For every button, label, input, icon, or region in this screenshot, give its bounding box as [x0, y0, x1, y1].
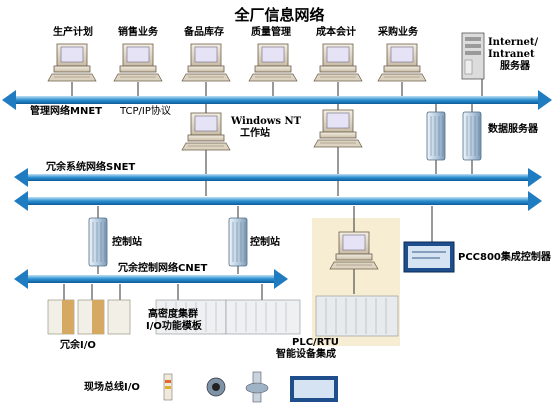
mnet-bus: [2, 90, 552, 110]
tcpip-label: TCP/IP协议: [120, 106, 171, 117]
workstation-label-purchasing: 采购业务: [378, 27, 418, 38]
internet-server-tower: [461, 32, 485, 80]
control-station-cabinet-1: [88, 217, 108, 267]
plc-label-line2: 智能设备集成: [276, 349, 336, 360]
workstation-purchasing: [377, 43, 427, 82]
nt-label-line1: Windows NT: [231, 116, 302, 127]
nt-label-line2: 工作站: [240, 128, 270, 139]
snet-bus-1: [14, 168, 542, 187]
internet-label-line3: 服务器: [500, 61, 530, 72]
connector-lines: [63, 78, 483, 300]
fieldbus-devices: [163, 371, 338, 403]
workstation-label-production: 生产计划: [53, 27, 93, 38]
hd-io-label-line1: 高密度集群: [148, 309, 198, 320]
control-station-label-1: 控制站: [112, 237, 142, 248]
workstation-label-spare-parts: 备品库存: [184, 27, 224, 38]
cnet-label: 冗余控制网络CNET: [118, 263, 208, 274]
cnet-bus: [14, 269, 288, 289]
pcc800-controller: [403, 241, 455, 273]
plc-rtu-modules: [315, 295, 399, 337]
plc-label-line1: PLC/RTU: [292, 337, 339, 348]
pcc800-label: PCC800集成控制器: [458, 252, 551, 263]
fieldbus-label: 现场总线I/O: [84, 382, 140, 393]
control-station-cabinet-2: [228, 217, 248, 267]
workstation-quality: [248, 43, 298, 82]
data-server-cabinet-2: [462, 111, 482, 161]
workstation-label-quality: 质量管理: [251, 27, 291, 38]
hd-io-label-line2: I/O功能模板: [146, 321, 202, 332]
internet-label-line2: Intranet: [488, 49, 535, 60]
workstation-label-sales: 销售业务: [118, 27, 158, 38]
internet-label-line1: Internet/: [488, 37, 539, 48]
data-server-label: 数据服务器: [488, 124, 538, 135]
workstation-sales: [113, 43, 163, 82]
mnet-label: 管理网络MNET: [30, 106, 102, 117]
workstation-spare-parts: [181, 43, 231, 82]
nt-workstation-2: [313, 109, 363, 148]
high-density-io-modules: [155, 299, 301, 335]
redundant-io-modules: [47, 299, 131, 335]
snet-bus-2: [14, 191, 542, 211]
workstation-cost-accounting: [313, 43, 363, 82]
data-server-cabinet-1: [426, 111, 446, 161]
workstation-production-planning: [47, 43, 97, 82]
diagram-title: 全厂信息网络: [234, 6, 325, 24]
nt-workstation-1: [181, 112, 231, 151]
snet-label: 冗余系统网络SNET: [46, 162, 136, 173]
workstation-label-cost: 成本会计: [316, 27, 356, 38]
control-station-label-2: 控制站: [250, 237, 280, 248]
redundant-io-label: 冗余I/O: [60, 340, 96, 351]
